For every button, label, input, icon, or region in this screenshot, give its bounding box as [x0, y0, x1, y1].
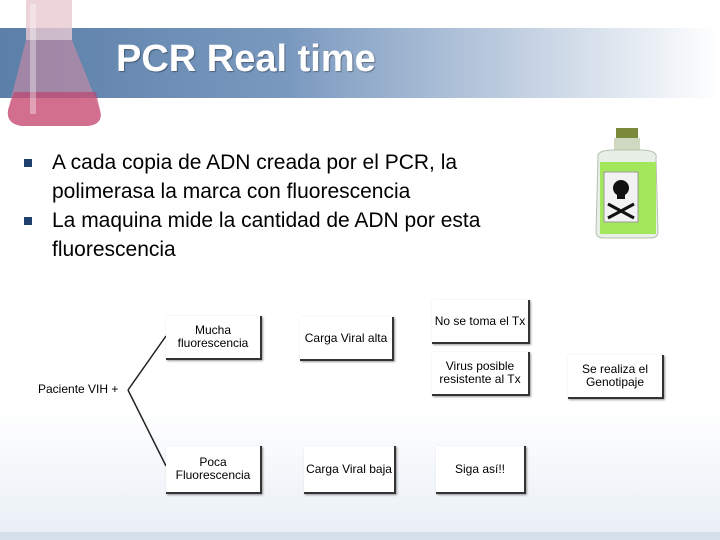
page-title: PCR Real time [116, 38, 376, 80]
hiv-patient-label: Paciente VIH + [38, 382, 119, 396]
high-viral-load-box: Carga Viral alta [300, 317, 394, 361]
bullet-text: A cada copia de ADN creada por el PCR, l… [52, 151, 458, 203]
high-fluorescence-box: Mucha fluorescencia [166, 316, 262, 360]
title-band [0, 28, 720, 98]
not-taking-treatment-box: No se toma el Tx [432, 300, 530, 344]
footer-bar [0, 532, 720, 540]
continue-box: Siga así!! [436, 446, 526, 494]
bullet-square-icon [24, 217, 32, 225]
poison-bottle-icon [595, 128, 659, 239]
low-fluorescence-box: Poca Fluorescencia [166, 446, 262, 494]
resistant-virus-box: Virus posible resistente al Tx [432, 352, 530, 396]
bullet-item: La maquina mide la cantidad de ADN por e… [24, 206, 524, 264]
low-viral-load-box: Carga Viral baja [304, 446, 396, 494]
bullet-text: La maquina mide la cantidad de ADN por e… [52, 209, 481, 261]
bullet-item: A cada copia de ADN creada por el PCR, l… [24, 148, 524, 206]
bullet-square-icon [24, 159, 32, 167]
genotype-box: Se realiza el Genotipaje [568, 355, 664, 399]
flask-icon [7, 0, 101, 126]
bullet-list: A cada copia de ADN creada por el PCR, l… [24, 148, 524, 264]
